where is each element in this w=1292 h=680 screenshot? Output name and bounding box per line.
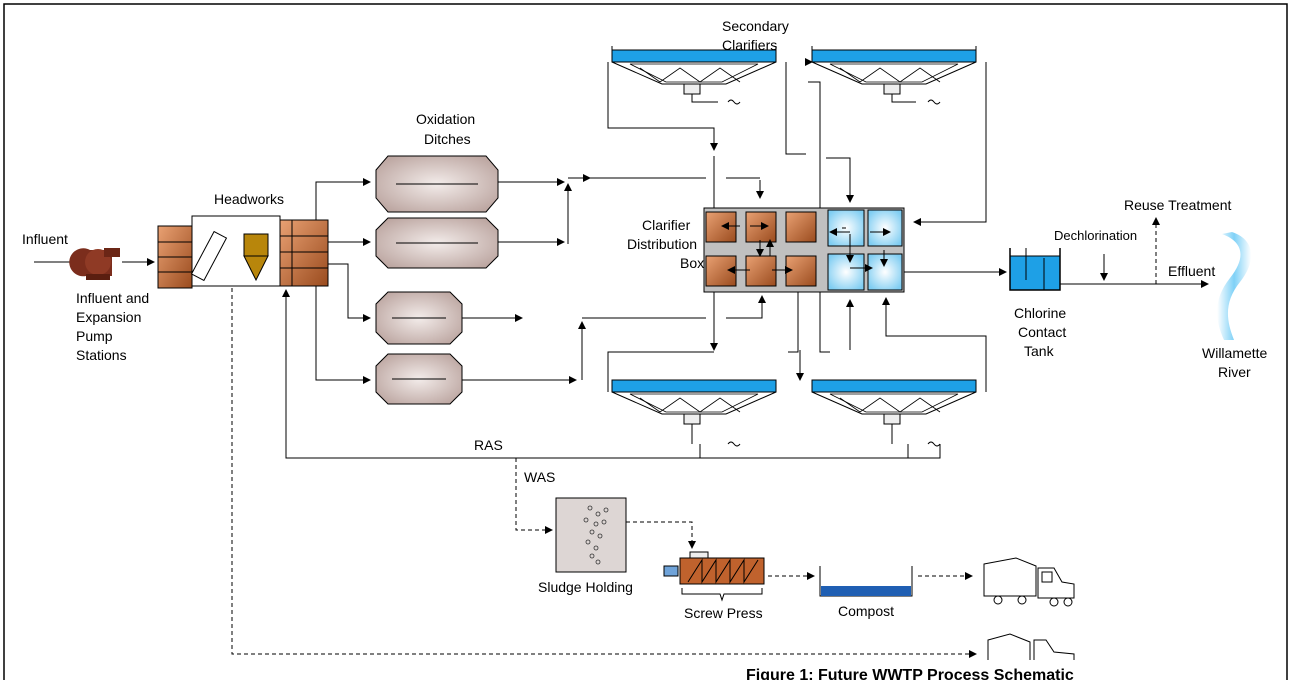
distbox-label-3: Box	[680, 255, 704, 271]
screw-press-brace	[681, 588, 763, 602]
ditches-to-box-lines	[462, 174, 706, 384]
dechlorination-label: Dechlorination	[1054, 228, 1137, 243]
distribution-box	[703, 207, 905, 293]
oxidation-ditch-3	[375, 291, 463, 345]
screen-block-right	[279, 219, 329, 287]
oxidation-label-2: Ditches	[424, 131, 471, 147]
pump-icon	[69, 248, 120, 280]
was-dashed-line	[515, 458, 553, 534]
sludge-holding-label: Sludge Holding	[538, 579, 633, 595]
screw-press	[663, 551, 765, 585]
river-label-2: River	[1218, 364, 1251, 380]
river-label-1: Willamette	[1202, 345, 1268, 361]
secondary-label-1: Secondary	[722, 18, 789, 34]
chlorine-contact-tank	[1009, 248, 1061, 291]
pump-label-4: Stations	[76, 347, 127, 363]
river-icon	[1217, 232, 1252, 340]
influent-label: Influent	[22, 231, 68, 247]
overflow-tildes	[727, 99, 941, 447]
headworks-label: Headworks	[214, 191, 284, 207]
figure-border	[3, 3, 1288, 680]
headworks-to-ditches-lines	[315, 178, 371, 384]
ras-return-line	[282, 289, 941, 459]
chlorine-label-1: Chlorine	[1014, 305, 1066, 321]
headworks-solids-line	[231, 288, 977, 658]
chlorine-label-2: Contact	[1018, 324, 1066, 340]
oxidation-label-1: Oxidation	[416, 111, 475, 127]
clarifier-piping	[607, 58, 987, 444]
compost-bed	[819, 566, 913, 597]
clarifier-bottom-left	[611, 379, 777, 425]
screw-press-label: Screw Press	[684, 605, 763, 621]
ras-label: RAS	[474, 437, 503, 453]
truck-icon-2	[987, 633, 1075, 660]
reuse-label: Reuse Treatment	[1124, 197, 1231, 213]
oxidation-ditch-2	[375, 217, 499, 269]
clarifier-top-left	[611, 46, 777, 95]
compost-label: Compost	[838, 603, 894, 619]
chlorine-label-3: Tank	[1024, 343, 1055, 359]
distribution-internal-arrows	[721, 222, 891, 274]
distbox-label-2: Distribution	[627, 236, 697, 252]
truck-icon	[983, 557, 1075, 607]
sludge-holding-tank	[555, 497, 627, 573]
clarifier-top-right	[811, 46, 977, 95]
secondary-label-2: Clarifiers	[722, 37, 777, 53]
oxidation-ditch-4	[375, 353, 463, 405]
pump-label-1: Influent and	[76, 290, 149, 306]
screen-icon	[190, 230, 228, 282]
figure-title: Figure 1: Future WWTP Process Schematic	[746, 667, 1074, 680]
grit-chamber-icon	[243, 233, 269, 282]
pump-label-3: Pump	[76, 328, 113, 344]
clarifier-bottom-right	[811, 379, 977, 425]
sludge-to-press-arrow	[626, 521, 696, 549]
distbox-label-1: Clarifier	[642, 217, 691, 233]
effluent-label: Effluent	[1168, 263, 1215, 279]
screen-block-left	[157, 225, 193, 289]
oxidation-ditch-1	[375, 155, 499, 213]
pump-label-2: Expansion	[76, 309, 141, 325]
was-label: WAS	[524, 469, 555, 485]
